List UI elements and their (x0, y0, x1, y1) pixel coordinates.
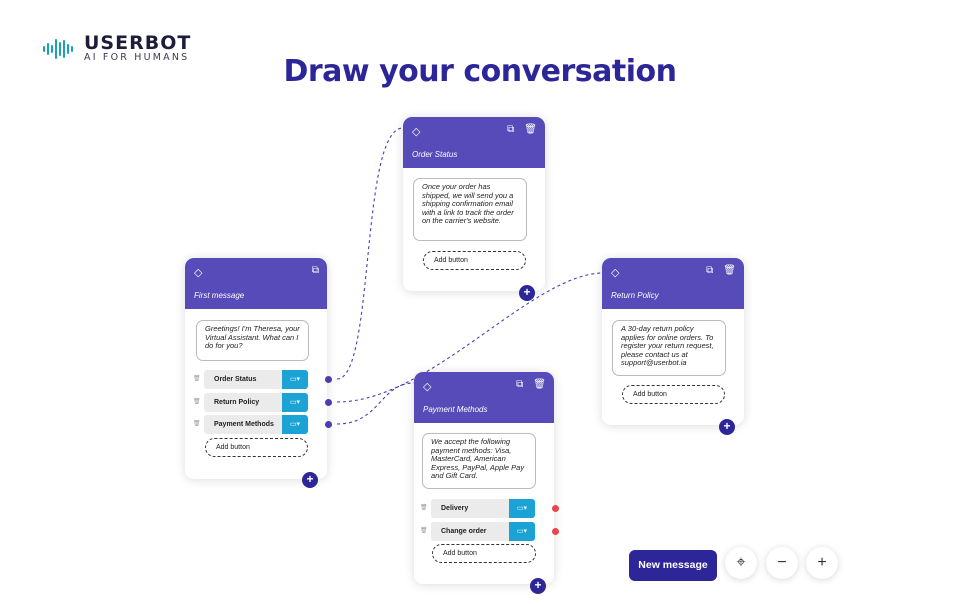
userbot-logo: USERBOT AI FOR HUMANS (42, 34, 191, 64)
copy-icon[interactable]: ⧉ (507, 124, 515, 135)
option-label[interactable]: Change order (431, 522, 511, 541)
page-title: Draw your conversation (283, 54, 677, 89)
recenter-button[interactable]: ⌖ (725, 547, 757, 579)
option-label[interactable]: Order Status (204, 370, 284, 389)
add-button[interactable]: Add button (432, 544, 536, 563)
target-icon: ⌖ (736, 554, 746, 571)
add-message-plus-icon[interactable]: + (719, 419, 735, 435)
option-label[interactable]: Return Policy (204, 393, 284, 412)
connector-dot[interactable] (552, 528, 559, 535)
trash-icon[interactable]: 🗑 (524, 124, 537, 135)
new-message-button[interactable]: New message (629, 550, 717, 581)
zoom-in-icon: + (817, 554, 827, 571)
card-title: Return Policy (611, 291, 659, 300)
add-button[interactable]: Add button (423, 251, 526, 270)
wire-payment-methods (336, 382, 415, 425)
copy-icon[interactable]: ⧉ (706, 265, 714, 276)
copy-icon[interactable]: ⧉ (311, 265, 319, 276)
logo-mark-icon (43, 39, 73, 59)
message-text[interactable]: Once your order has shipped, we will sen… (413, 178, 527, 241)
logo-tagline: AI FOR HUMANS (84, 52, 190, 63)
message-text[interactable]: A 30-day return policy applies for onlin… (612, 320, 726, 376)
trash-icon[interactable]: 🗑 (420, 505, 428, 511)
trash-icon[interactable]: 🗑 (193, 421, 201, 427)
card-title: First message (194, 291, 245, 300)
zoom-out-icon: − (777, 554, 787, 571)
zoom-in-button[interactable]: + (806, 547, 838, 579)
chat-dropdown-icon[interactable]: ▭▾ (509, 522, 535, 541)
chat-dropdown-icon[interactable]: ▭▾ (282, 370, 308, 389)
logo-name: USERBOT (84, 32, 192, 54)
card-header: ◇ ⧉ 🗑 Return Policy (602, 258, 744, 309)
chat-dropdown-icon[interactable]: ▭▾ (282, 415, 308, 434)
add-button[interactable]: Add button (205, 438, 308, 457)
chat-dropdown-icon[interactable]: ▭▾ (509, 499, 535, 518)
wire-return-policy (336, 272, 603, 403)
zoom-out-button[interactable]: − (766, 547, 798, 579)
card-header: ◇ ⧉ 🗑 Order Status (403, 117, 545, 168)
option-label[interactable]: Payment Methods (204, 415, 284, 434)
move-icon[interactable]: ◇ (611, 267, 620, 279)
move-icon[interactable]: ◇ (423, 381, 432, 393)
card-first-message[interactable]: ◇ ⧉ First message Greetings! I'm Theresa… (185, 258, 332, 479)
add-message-plus-icon[interactable]: + (519, 285, 535, 301)
chat-dropdown-icon[interactable]: ▭▾ (282, 393, 308, 412)
connector-dot[interactable] (325, 376, 332, 383)
add-button[interactable]: Add button (622, 385, 725, 404)
wire-order-status (336, 127, 404, 380)
move-icon[interactable]: ◇ (412, 126, 421, 138)
card-title: Payment Methods (423, 405, 488, 414)
card-return-policy[interactable]: ◇ ⧉ 🗑 Return Policy A 30-day return poli… (602, 258, 744, 425)
trash-icon[interactable]: 🗑 (193, 376, 201, 382)
copy-icon[interactable]: ⧉ (516, 379, 524, 390)
move-icon[interactable]: ◇ (194, 267, 203, 279)
trash-icon[interactable]: 🗑 (420, 528, 428, 534)
trash-icon[interactable]: 🗑 (533, 379, 546, 390)
card-title: Order Status (412, 150, 458, 159)
card-order-status[interactable]: ◇ ⧉ 🗑 Order Status Once your order has s… (403, 117, 545, 291)
card-payment-methods[interactable]: ◇ ⧉ 🗑 Payment Methods We accept the foll… (414, 372, 559, 584)
trash-icon[interactable]: 🗑 (723, 265, 736, 276)
message-text[interactable]: We accept the following payment methods:… (422, 433, 536, 489)
connector-dot[interactable] (552, 505, 559, 512)
card-header: ◇ ⧉ First message (185, 258, 327, 309)
add-message-plus-icon[interactable]: + (302, 472, 318, 488)
connector-dot[interactable] (325, 421, 332, 428)
message-text[interactable]: Greetings! I'm Theresa, your Virtual Ass… (196, 320, 309, 361)
connector-dot[interactable] (325, 399, 332, 406)
add-message-plus-icon[interactable]: + (530, 578, 546, 594)
option-label[interactable]: Delivery (431, 499, 511, 518)
card-header: ◇ ⧉ 🗑 Payment Methods (414, 372, 554, 423)
trash-icon[interactable]: 🗑 (193, 399, 201, 405)
